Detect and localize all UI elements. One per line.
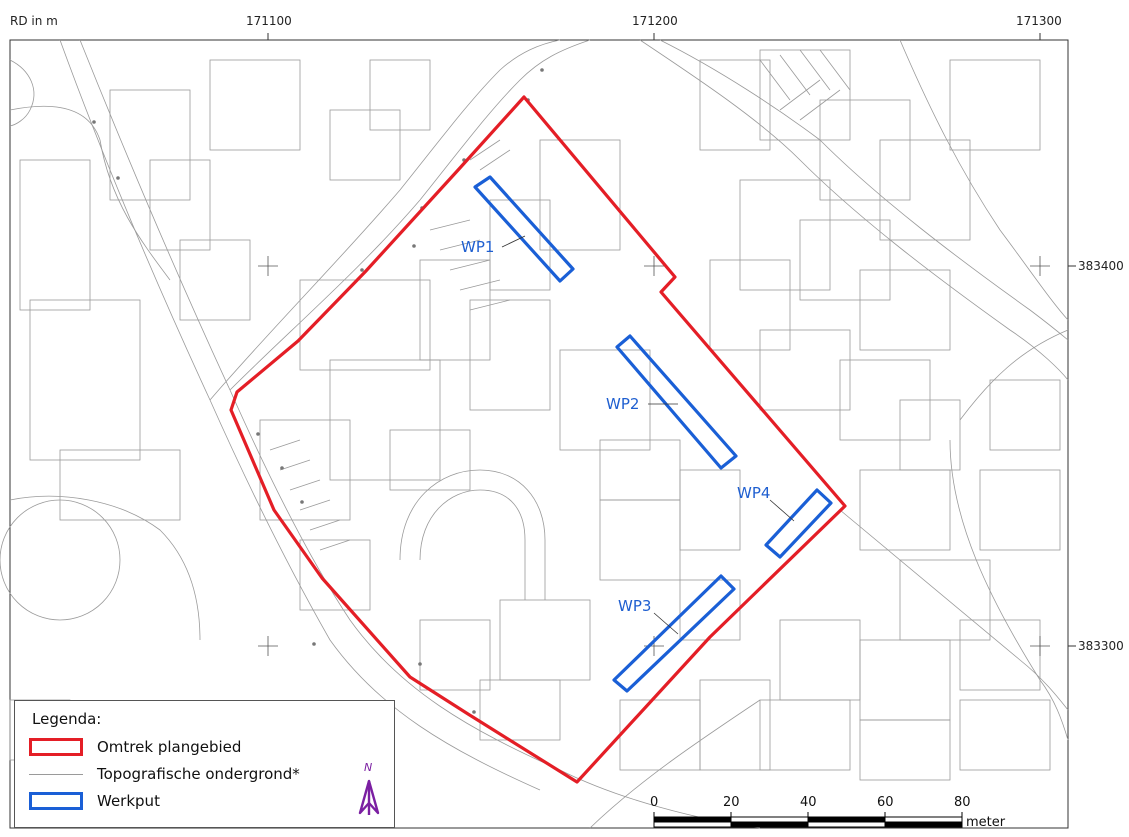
label-wp3: WP3	[618, 597, 652, 615]
topographic-background	[0, 39, 1069, 829]
legend-symbol-red-box	[29, 738, 83, 756]
trench-wp4	[764, 488, 833, 559]
legend-item-plan-area: Omtrek plangebied	[29, 736, 241, 758]
coordinate-system-label: RD in m	[10, 14, 58, 28]
x-tick-171200: 171200	[632, 14, 678, 28]
trench-wp1	[473, 175, 575, 283]
legend-label: Topografische ondergrond*	[97, 765, 300, 783]
plan-area-outline	[229, 95, 847, 784]
scale-tick-60: 60	[877, 795, 894, 810]
legend-symbol-grey-line	[29, 773, 83, 775]
label-wp1: WP1	[461, 238, 495, 256]
label-wp4: WP4	[737, 484, 771, 502]
map-frame	[9, 39, 1069, 829]
legend-label: Omtrek plangebied	[97, 738, 242, 756]
north-arrow-icon	[358, 779, 380, 815]
grid-crosses	[258, 256, 1050, 656]
y-tick-383300: 383300	[1078, 639, 1124, 653]
legend-symbol-blue-box	[29, 792, 83, 810]
legend-title: Legenda:	[32, 710, 102, 728]
trench-wp2	[615, 334, 738, 470]
trenches	[473, 175, 833, 693]
x-tick-171300: 171300	[1016, 14, 1062, 28]
scale-unit: meter	[966, 815, 1006, 830]
label-leaders	[501, 235, 795, 635]
frame-ticks	[267, 33, 1076, 647]
x-tick-171100: 171100	[246, 14, 292, 28]
scale-bar	[653, 812, 963, 828]
trench-wp3	[612, 574, 736, 693]
scale-tick-80: 80	[954, 795, 971, 810]
legend-box: Legenda: Omtrek plangebied Topografische…	[14, 700, 395, 828]
legend-item-topography: Topografische ondergrond*	[29, 763, 300, 785]
label-wp2: WP2	[606, 395, 640, 413]
north-label: N	[364, 761, 373, 774]
legend-label: Werkput	[97, 792, 160, 810]
scale-tick-0: 0	[650, 795, 659, 810]
legend-item-trench: Werkput	[29, 790, 160, 812]
y-tick-383400: 383400	[1078, 259, 1124, 273]
scale-tick-40: 40	[800, 795, 817, 810]
scale-tick-20: 20	[723, 795, 740, 810]
